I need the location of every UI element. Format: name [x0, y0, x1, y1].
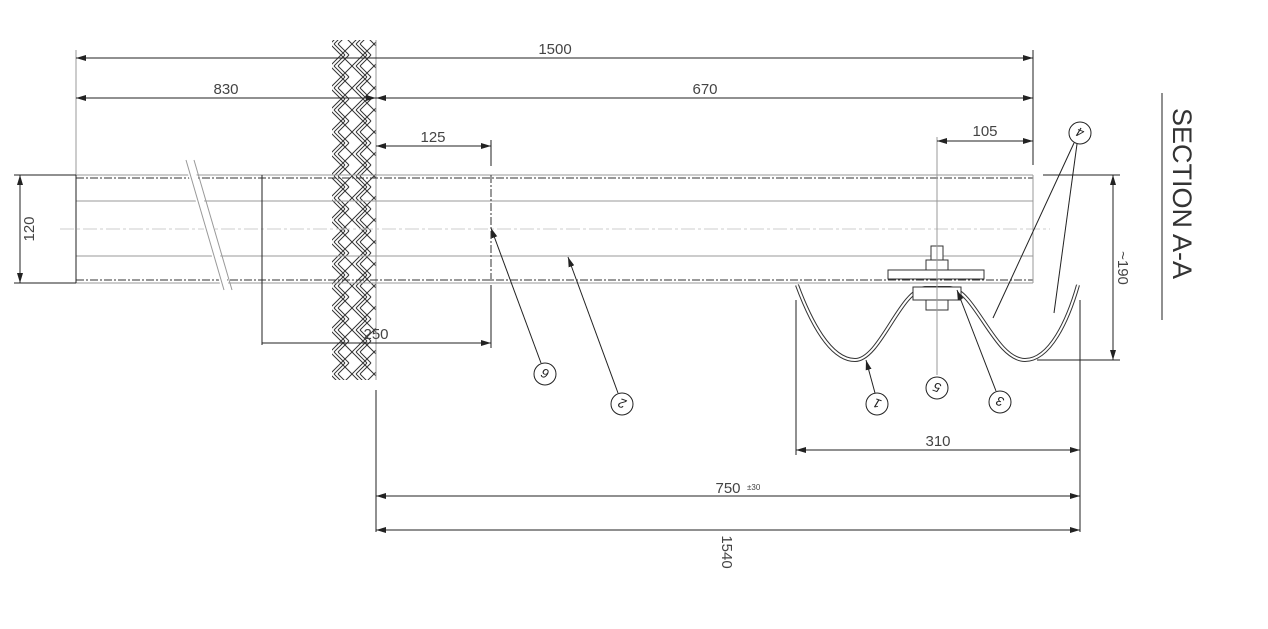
- dim-1540: 1540: [718, 535, 735, 568]
- balloon-3: 3: [988, 390, 1012, 414]
- balloon-1: 1: [865, 392, 889, 416]
- dim-105: 105: [972, 123, 997, 140]
- svg-text:4: 4: [1074, 124, 1086, 141]
- balloon-5: 5: [925, 376, 949, 400]
- dim-1500: 1500: [538, 41, 571, 58]
- dim-670: 670: [692, 81, 717, 98]
- dim-190: ~190: [1114, 251, 1131, 285]
- dim-750: 750: [715, 480, 740, 497]
- dimension-labels: 1500 830 670 125 105 120 ~190 250 310 75…: [21, 41, 1131, 569]
- wall-hatch: [332, 40, 377, 532]
- beam: [60, 158, 1050, 345]
- dim-750-tolerance: ±30: [747, 483, 761, 492]
- balloon-6: 6: [533, 362, 557, 386]
- dimension-lines: [14, 50, 1120, 533]
- dim-310: 310: [925, 433, 950, 450]
- balloon-2: 2: [610, 392, 634, 416]
- dim-125: 125: [420, 129, 445, 146]
- section-title: SECTION A-A: [1167, 108, 1197, 279]
- dim-120: 120: [21, 216, 38, 241]
- dim-830: 830: [213, 81, 238, 98]
- guardrail-profile: [795, 137, 1080, 375]
- svg-text:1: 1: [871, 395, 883, 412]
- balloon-4: 4: [1068, 121, 1092, 145]
- dim-250: 250: [363, 326, 388, 343]
- leader-lines: [490, 142, 1078, 394]
